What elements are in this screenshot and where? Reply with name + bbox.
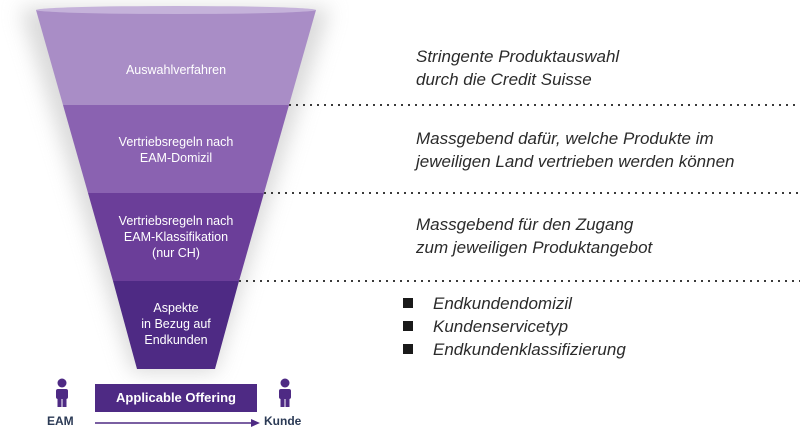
- stage-2-line-1: Vertriebsregeln nach: [118, 135, 234, 149]
- funnel-stage-4-label: Aspekte in Bezug auf Endkunden: [101, 300, 251, 348]
- stage-3-line-2: EAM-Klassifikation: [123, 230, 229, 244]
- list-item-label: Endkundenklassifizierung: [433, 340, 626, 359]
- list-item-label: Endkundendomizil: [433, 294, 572, 313]
- list-item: Endkundenklassifizierung: [399, 338, 626, 361]
- kunde-label: Kunde: [264, 414, 302, 428]
- list-item: Endkundendomizil: [399, 292, 626, 315]
- eam-label: EAM: [47, 414, 74, 428]
- stage-3-line-1: Vertriebsregeln nach: [118, 214, 234, 228]
- stage-4-line-1: Aspekte: [153, 301, 199, 315]
- square-bullet-icon: [403, 298, 413, 308]
- description-3-line-1: Massgebend für den Zugang: [416, 215, 634, 234]
- description-3: Massgebend für den Zugang zum jeweiligen…: [416, 213, 652, 259]
- funnel-stage-1: [36, 10, 316, 105]
- funnel-stage-3-label: Vertriebsregeln nach EAM-Klassifikation …: [76, 213, 276, 261]
- stage-1-line-1: Auswahlverfahren: [125, 63, 227, 77]
- stage-3-line-3: (nur CH): [152, 246, 200, 260]
- description-1-line-2: durch die Credit Suisse: [416, 70, 592, 89]
- applicable-offering-box: Applicable Offering: [95, 384, 257, 412]
- description-3-line-2: zum jeweiligen Produktangebot: [416, 238, 653, 257]
- description-1: Stringente Produktauswahl durch die Cred…: [416, 45, 619, 91]
- list-item: Kundenservicetyp: [399, 315, 626, 338]
- stage-4-line-2: in Bezug auf: [141, 317, 211, 331]
- stage-4-line-3: Endkunden: [144, 333, 208, 347]
- stage-2-line-2: EAM-Domizil: [139, 151, 213, 165]
- funnel-stage-2-label: Vertriebsregeln nach EAM-Domizil: [76, 134, 276, 166]
- description-1-line-1: Stringente Produktauswahl: [416, 47, 620, 66]
- description-2-line-1: Massgebend dafür, welche Produkte im: [416, 129, 714, 148]
- funnel-stage-1-label: Auswahlverfahren: [76, 62, 276, 78]
- square-bullet-icon: [403, 321, 413, 331]
- square-bullet-icon: [403, 344, 413, 354]
- funnel-stage-4: [113, 281, 239, 369]
- flow-arrow-head: [251, 419, 260, 427]
- description-2: Massgebend dafür, welche Produkte im jew…: [416, 127, 735, 173]
- person-icon-kunde: [279, 378, 291, 407]
- funnel-rim: [36, 6, 316, 14]
- person-icon-eam: [56, 378, 68, 407]
- description-2-line-2: jeweiligen Land vertrieben werden können: [416, 152, 735, 171]
- criteria-list: Endkundendomizil Kundenservicetyp Endkun…: [399, 292, 626, 361]
- list-item-label: Kundenservicetyp: [433, 317, 569, 336]
- funnel-stage-2: [63, 105, 289, 193]
- funnel-stage-3: [88, 193, 264, 281]
